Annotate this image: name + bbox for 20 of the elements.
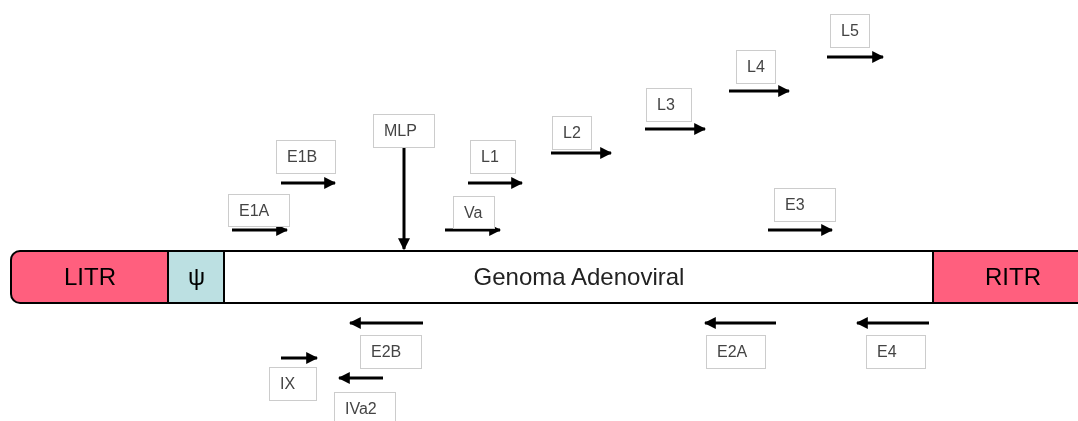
gene-label: E1B	[276, 140, 336, 174]
gene-label: MLP	[373, 114, 435, 148]
itr-segment: RITR	[932, 250, 1078, 304]
itr-segment: LITR	[10, 250, 168, 304]
gene-label: L3	[646, 88, 692, 122]
packaging-segment: ψ	[167, 250, 224, 304]
gene-label: Va	[453, 196, 495, 229]
gene-label: E4	[866, 335, 926, 369]
genome-segment: Genoma Adenoviral	[223, 250, 933, 304]
gene-label: L5	[830, 14, 870, 48]
gene-label: E2A	[706, 335, 766, 369]
gene-label: IVa2	[334, 392, 396, 421]
gene-label: E3	[774, 188, 836, 222]
gene-label: IX	[269, 367, 317, 401]
gene-label: E1A	[228, 194, 290, 227]
gene-label: L2	[552, 116, 592, 150]
gene-label: E2B	[360, 335, 422, 369]
gene-label: L4	[736, 50, 776, 84]
promoter-arrow	[398, 148, 410, 251]
gene-label: L1	[470, 140, 516, 174]
